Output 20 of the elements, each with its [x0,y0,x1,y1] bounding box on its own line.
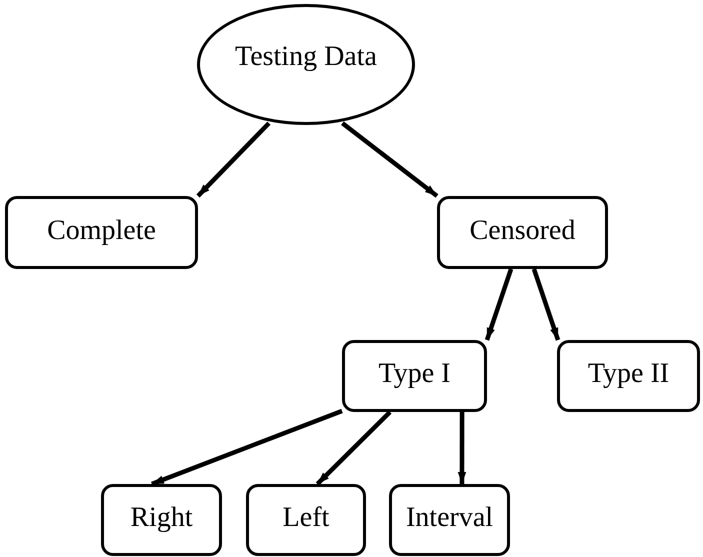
arrow [316,410,392,486]
rounded-box [437,196,608,269]
node-label: Type II [588,358,670,390]
node-label: Right [130,502,193,534]
node-label: Censored [470,214,576,246]
node-label: Left [282,502,330,534]
arrow [484,268,514,341]
rounded-box [557,340,700,412]
node-label: Interval [406,502,494,534]
arrow [532,268,560,341]
arrow [151,408,343,486]
node-label: Testing Data [235,40,377,72]
node-label: Complete [47,214,156,246]
rounded-box [246,484,366,556]
rounded-box [342,340,487,412]
arrow [458,412,466,484]
rounded-box [101,484,222,556]
rounded-box [389,484,510,556]
node-label: Type I [378,358,450,390]
rounded-box [5,196,198,269]
